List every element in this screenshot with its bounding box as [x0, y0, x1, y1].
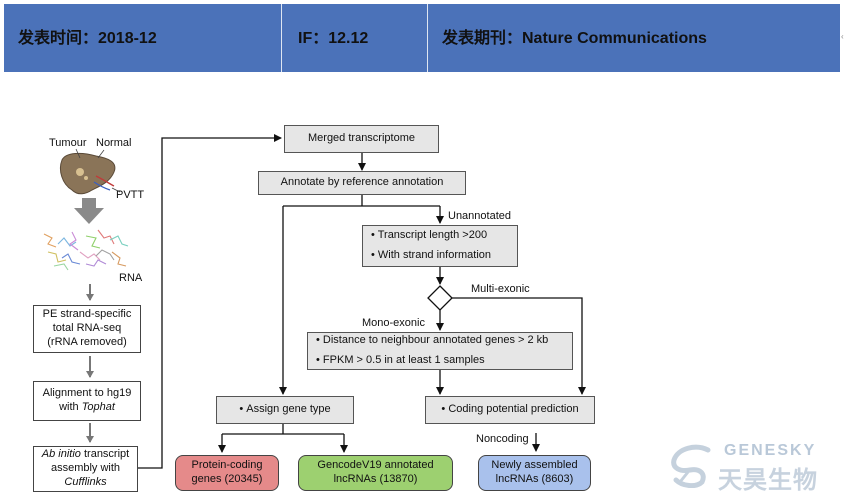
filter2-item-2: • FPKM > 0.5 in at least 1 samples [316, 354, 485, 366]
filter-length-strand-box: • Transcript length >200 • With strand i… [362, 225, 518, 267]
decision-diamond [427, 285, 453, 311]
align-line-2: with Tophat [59, 401, 115, 413]
liver-illustration [59, 148, 121, 195]
assembly-line-2: assembly with [50, 462, 121, 475]
protein-line-1: Protein-coding [191, 459, 263, 472]
header-bar: 发表时间：2018-12 IF：12.12 发表期刊：Nature Commun… [4, 4, 840, 72]
alignment-box: Alignment to hg19 with Tophat [33, 381, 141, 421]
sequencing-box: PE strand-specific total RNA-seq (rRNA r… [33, 305, 141, 353]
unannotated-label: Unannotated [448, 210, 511, 222]
mono-exonic-label: Mono-exonic [362, 317, 425, 329]
newly-line-2: lncRNAs (8603) [495, 473, 574, 485]
rna-illustration [43, 229, 129, 271]
multi-exonic-label: Multi-exonic [471, 283, 530, 295]
noncoding-label: Noncoding [476, 433, 529, 445]
assembly-line-1: Ab initio transcript [41, 448, 130, 461]
logo-english: GENESKY [724, 442, 817, 459]
align-line-1: Alignment to hg19 [42, 387, 132, 400]
assembly-line-3: Cufflinks [64, 475, 107, 488]
newly-assembled-result: Newly assembled lncRNAs (8603) [478, 455, 591, 491]
edge-mark: ‹ [841, 32, 844, 41]
filter2-item-1: • Distance to neighbour annotated genes … [316, 334, 549, 347]
newly-line-1: Newly assembled [491, 459, 578, 472]
filter1-item-1: • Transcript length >200 [371, 229, 488, 242]
filter-distance-fpkm-box: • Distance to neighbour annotated genes … [307, 332, 573, 370]
normal-label: Normal [96, 137, 132, 149]
big-grey-arrow [74, 198, 104, 224]
seq-line-3: (rRNA removed) [47, 335, 127, 348]
tumour-label: Tumour [49, 137, 87, 149]
journal-name: 发表期刊：Nature Communications [442, 30, 707, 47]
seq-line-2: total RNA-seq [52, 322, 122, 335]
protein-coding-result: Protein-coding genes (20345) [175, 455, 279, 491]
seq-line-1: PE strand-specific [42, 308, 132, 321]
logo-chinese: 天昊生物 [718, 467, 818, 494]
protein-line-2: genes (20345) [191, 473, 263, 485]
assembly-box: Ab initio transcript assembly with Cuffl… [33, 446, 138, 492]
swirl-logo-icon [671, 444, 711, 488]
impact-factor: IF：12.12 [282, 4, 428, 72]
genesky-logo: GENESKY 天昊生物 [664, 440, 834, 494]
publication-time: 发表时间：2018-12 [4, 4, 282, 72]
coding-potential-box: • Coding potential prediction [425, 396, 595, 424]
pvtt-label: PVTT [116, 189, 145, 201]
gencode-line-1: GencodeV19 annotated [317, 459, 434, 472]
annotate-box: Annotate by reference annotation [258, 171, 466, 195]
assign-gene-type-box: • Assign gene type [216, 396, 354, 424]
gencode-line-2: lncRNAs (13870) [333, 473, 418, 485]
rna-label: RNA [119, 272, 143, 284]
filter1-item-2: • With strand information [371, 249, 492, 261]
gencode-lncrna-result: GencodeV19 annotated lncRNAs (13870) [298, 455, 453, 491]
assign-label: Assign gene type [246, 403, 331, 416]
coding-label: Coding potential prediction [448, 403, 579, 416]
merged-transcriptome-box: Merged transcriptome [284, 125, 439, 153]
